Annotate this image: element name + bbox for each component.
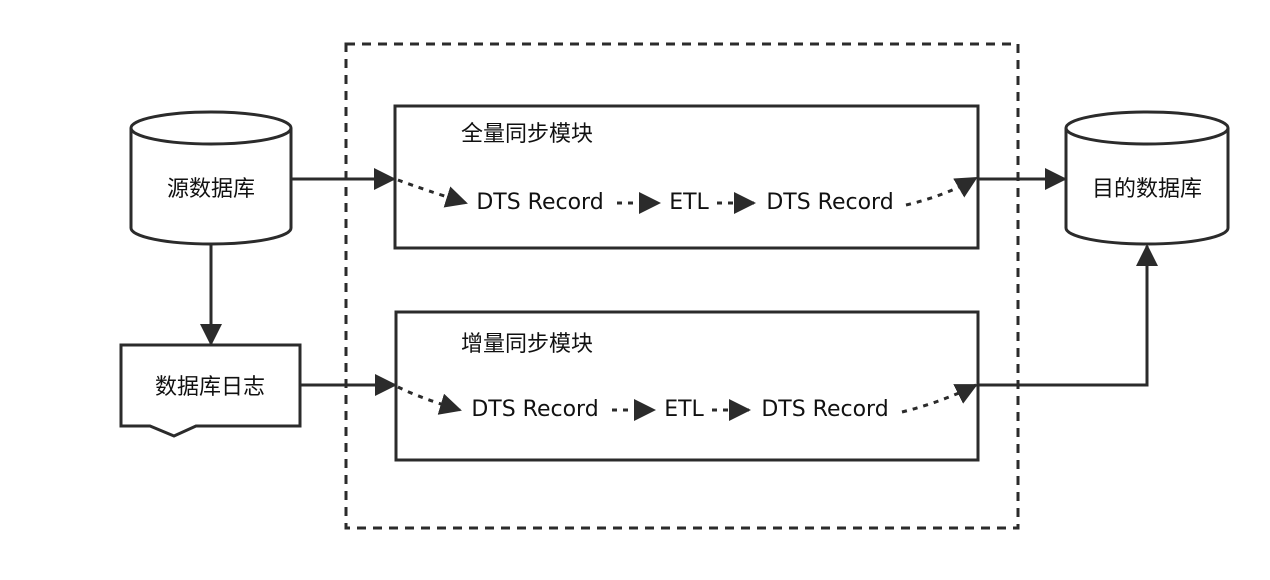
flow-full-record-to-out	[905, 176, 978, 207]
incremental-sync-record-in: DTS Record	[471, 397, 598, 422]
database-log-label: 数据库日志	[155, 375, 265, 400]
database-log: 数据库日志	[119, 343, 302, 438]
incremental-sync-etl: ETL	[664, 397, 704, 422]
edge-incremental-sync-to-target	[978, 244, 1158, 387]
full-sync-module: 全量同步模块 DTS Record ETL DTS Record	[393, 104, 980, 250]
target-database-label: 目的数据库	[1092, 177, 1202, 202]
incremental-sync-module: 增量同步模块 DTS Record ETL DTS Record	[394, 310, 980, 462]
incremental-sync-record-out: DTS Record	[761, 397, 888, 422]
full-sync-record-in: DTS Record	[476, 190, 603, 215]
sync-container-dashed-frame	[344, 42, 1020, 530]
full-sync-record-out: DTS Record	[766, 190, 893, 215]
incremental-sync-module-title: 增量同步模块	[461, 332, 593, 357]
source-database-label: 源数据库	[167, 177, 255, 202]
full-sync-etl: ETL	[669, 190, 709, 215]
target-database: 目的数据库	[1064, 110, 1230, 246]
source-database: 源数据库	[129, 110, 293, 246]
full-sync-module-title: 全量同步模块	[461, 122, 593, 147]
flow-incremental-in-to-record	[397, 385, 462, 415]
